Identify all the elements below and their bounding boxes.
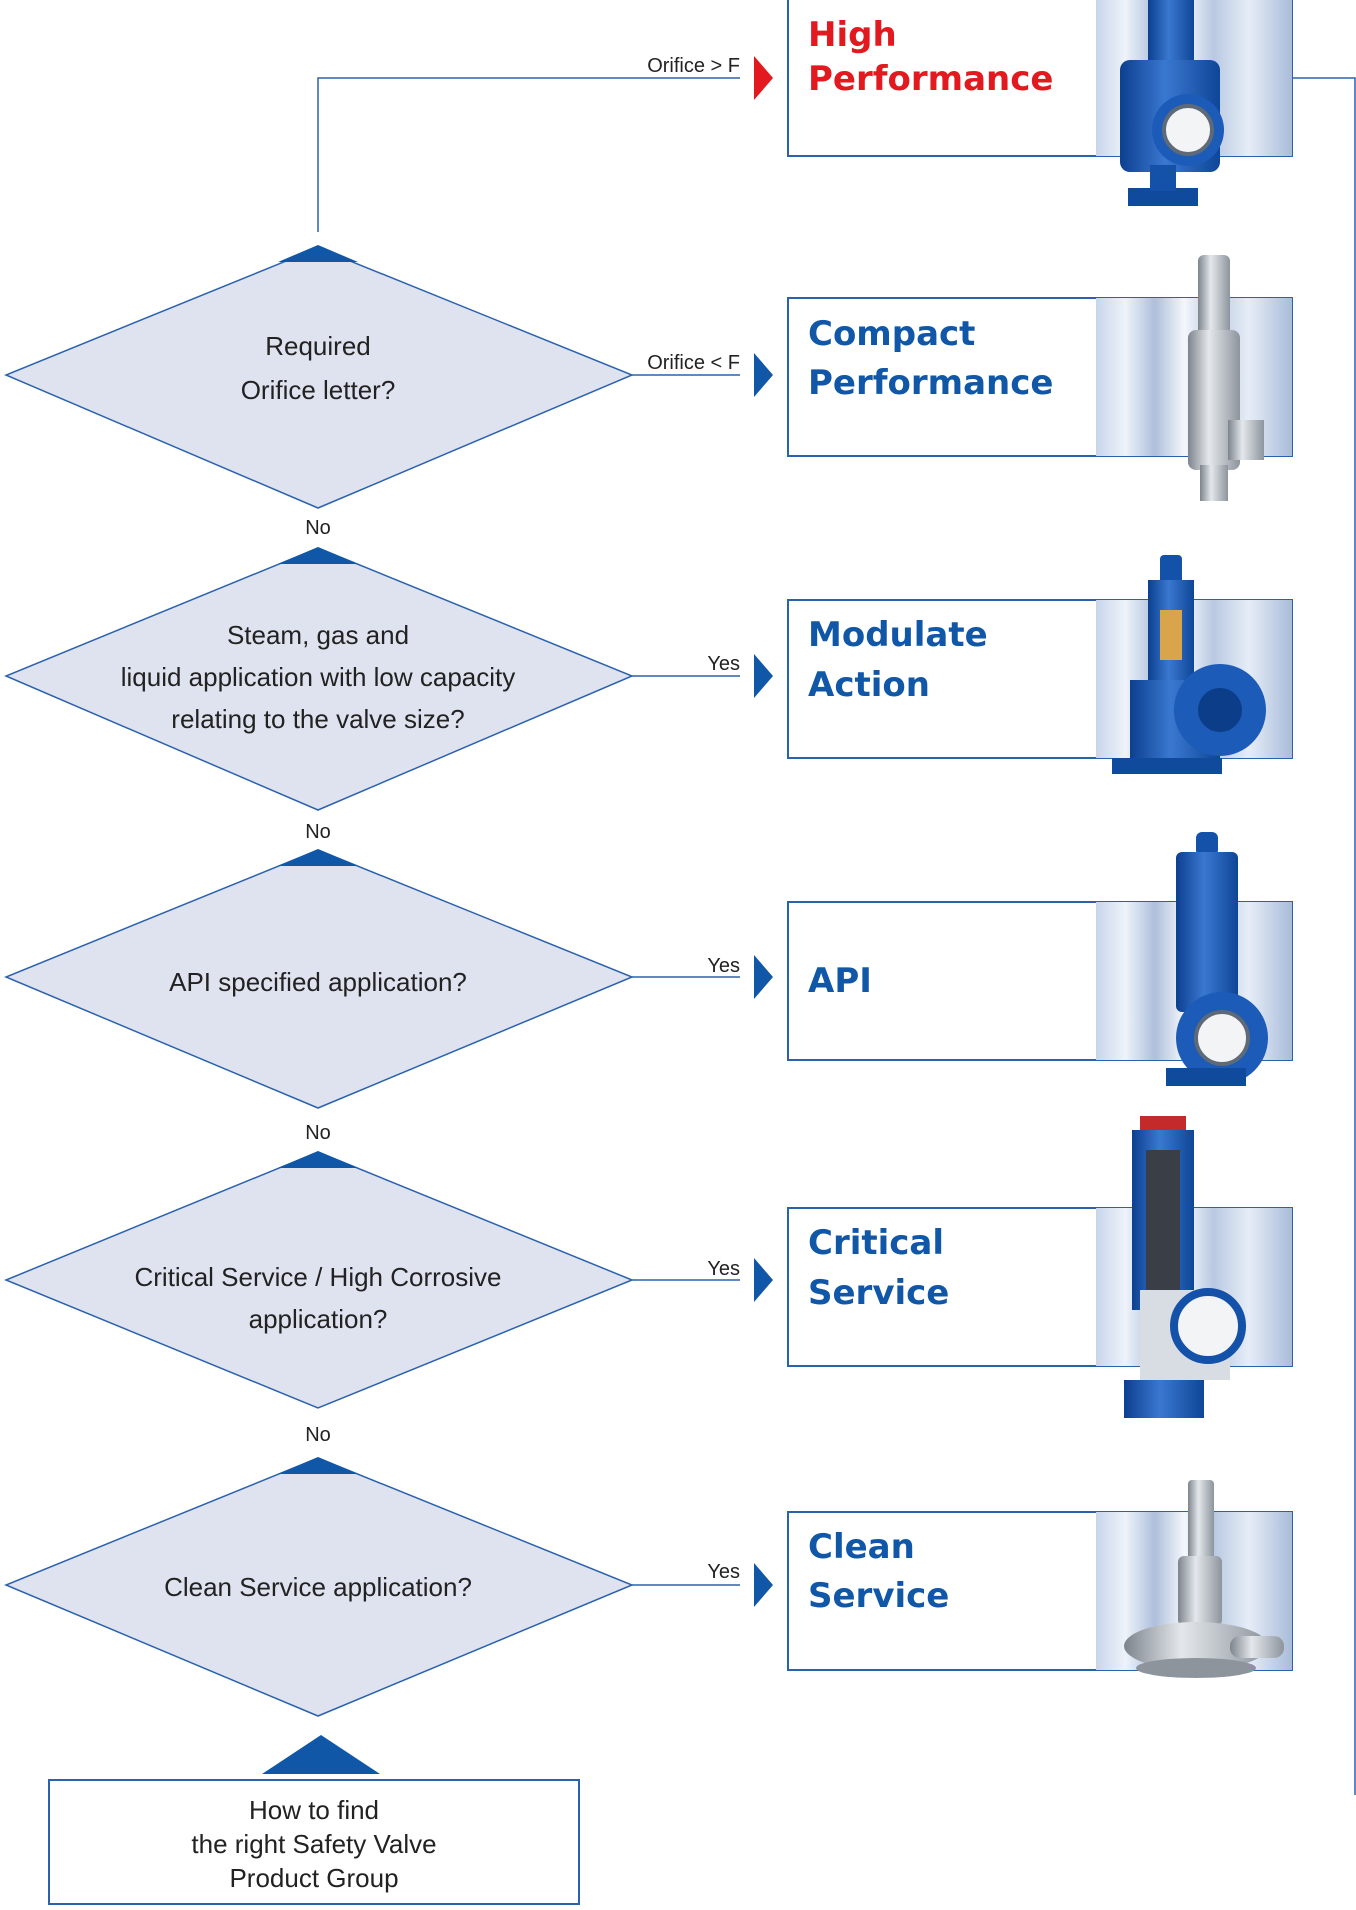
branch-arrows: [754, 56, 773, 1607]
start-text-line: How to find: [249, 1795, 379, 1825]
decision-diamond: [4, 1457, 634, 1717]
label-yes-4: Yes: [707, 1561, 740, 1583]
critical-service-valve-icon: [1124, 1116, 1246, 1418]
product-api[interactable]: API: [787, 832, 1293, 1086]
decision-diamond: [4, 547, 634, 811]
label-no-3: No: [305, 1122, 331, 1144]
label-yes-2: Yes: [707, 955, 740, 977]
compact-performance-valve-icon: [1188, 255, 1264, 501]
connector-return: [1292, 77, 1356, 1795]
arrow-api: [754, 955, 773, 999]
product-compact-performance[interactable]: Compact Performance: [787, 255, 1293, 501]
product-title-line: Action: [808, 665, 930, 705]
decision-top-marker: [278, 245, 358, 262]
product-title-line: Performance: [808, 59, 1053, 99]
modulate-action-valve-icon: [1112, 555, 1266, 774]
decision-text-line: application?: [249, 1304, 388, 1334]
decision-top-marker: [278, 849, 358, 866]
api-valve-icon: [1166, 832, 1268, 1086]
decision-api: API specified application? No: [4, 849, 634, 1144]
clean-service-valve-icon: [1124, 1480, 1284, 1678]
arrow-modulate-action: [754, 654, 773, 698]
arrow-compact-performance: [754, 353, 773, 397]
label-orifice-gt: Orifice > F: [647, 55, 740, 77]
decision-clean-service: Clean Service application?: [4, 1457, 634, 1717]
decision-text-line: Required: [265, 331, 371, 361]
start-text-line: the right Safety Valve: [191, 1829, 436, 1859]
decision-text-line: Critical Service / High Corrosive: [135, 1262, 502, 1292]
decision-text-line: Orifice letter?: [241, 375, 396, 405]
decision-text-line: liquid application with low capacity: [121, 662, 516, 692]
decision-diamond: [4, 1151, 634, 1409]
product-title-line: API: [808, 961, 872, 1001]
arrow-clean-service: [754, 1563, 773, 1607]
product-title-line: High: [808, 15, 897, 55]
label-yes-1: Yes: [707, 653, 740, 675]
decision-required-orifice: Required Orifice letter? No: [4, 245, 634, 539]
product-title-line: Service: [808, 1576, 949, 1616]
product-title-line: Critical: [808, 1223, 944, 1263]
start-text-line: Product Group: [229, 1863, 398, 1893]
decision-diamond: [4, 247, 634, 509]
product-title-line: Modulate: [808, 615, 988, 655]
decision-text-line: API specified application?: [169, 967, 467, 997]
high-performance-valve-icon: [1120, 0, 1224, 206]
connectors: [317, 77, 1356, 1795]
start-box-frame: [48, 1779, 580, 1905]
arrow-critical-service: [754, 1258, 773, 1302]
product-title-line: Clean: [808, 1527, 915, 1567]
arrow-high-performance: [754, 56, 773, 100]
decision-top-marker: [278, 547, 358, 564]
label-yes-3: Yes: [707, 1258, 740, 1280]
decision-text-line: relating to the valve size?: [171, 704, 464, 734]
label-no-1: No: [305, 517, 331, 539]
start-arrow: [262, 1735, 380, 1774]
start-box: How to find the right Safety Valve Produ…: [48, 1735, 580, 1905]
label-no-4: No: [305, 1424, 331, 1446]
label-no-2: No: [305, 821, 331, 843]
decision-top-marker: [278, 1457, 358, 1474]
product-title-line: Compact: [808, 314, 975, 354]
label-orifice-lt: Orifice < F: [647, 352, 740, 374]
product-clean-service[interactable]: Clean Service: [787, 1480, 1293, 1678]
product-title-line: Performance: [808, 363, 1053, 403]
product-high-performance[interactable]: High Performance: [787, 0, 1293, 206]
product-modulate-action[interactable]: Modulate Action: [787, 555, 1293, 774]
decision-text-line: Clean Service application?: [164, 1572, 472, 1602]
decision-diamond: [4, 849, 634, 1109]
decision-low-capacity: Steam, gas and liquid application with l…: [4, 547, 634, 843]
decision-text-line: Steam, gas and: [227, 620, 409, 650]
connector-orifice-gt: [317, 77, 740, 232]
product-critical-service[interactable]: Critical Service: [787, 1116, 1293, 1418]
decision-top-marker: [278, 1151, 358, 1168]
decision-critical-service: Critical Service / High Corrosive applic…: [4, 1151, 634, 1446]
product-title-line: Service: [808, 1273, 949, 1313]
